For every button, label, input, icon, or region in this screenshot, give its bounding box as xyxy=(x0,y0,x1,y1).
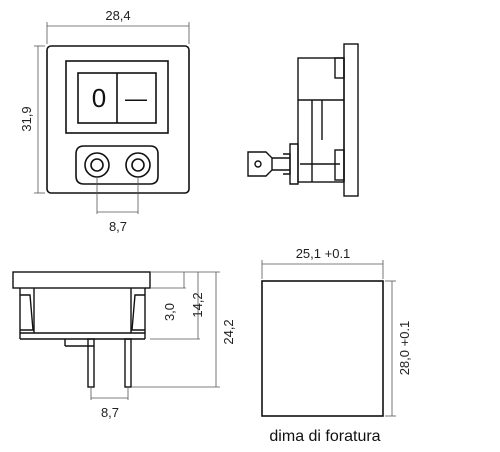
cutout-caption: dima di foratura xyxy=(269,428,380,445)
front-pin-spacing-label: 8,7 xyxy=(109,219,127,234)
bottom-pin-right xyxy=(124,338,132,388)
side-view xyxy=(247,43,359,197)
bottom-dimensions xyxy=(90,271,220,400)
bottom-total-height-label: 24,2 xyxy=(221,319,236,344)
front-view xyxy=(46,45,190,194)
cutout-width-label: 25,1 +0.1 xyxy=(296,246,351,261)
side-latch-top xyxy=(334,57,345,79)
side-terminal xyxy=(289,143,299,185)
bottom-pin-spacing-label: 8,7 xyxy=(101,405,119,420)
cutout-dimensions xyxy=(261,260,396,417)
front-dimensions xyxy=(34,22,190,214)
inlet-contact-right-inner xyxy=(131,158,145,172)
front-housing-outline xyxy=(46,45,190,194)
inlet-socket-outline xyxy=(75,145,159,185)
bottom-flange xyxy=(12,271,151,289)
bottom-latch-left xyxy=(20,294,34,331)
front-height-label: 31,9 xyxy=(19,106,34,131)
bottom-flange-height-label: 3,0 xyxy=(162,303,177,321)
side-latch-bottom xyxy=(334,149,345,181)
bottom-view xyxy=(12,271,151,388)
bottom-latch-right xyxy=(131,294,145,331)
front-width-label: 28,4 xyxy=(105,8,130,23)
switch-bezel xyxy=(65,60,169,134)
inlet-contact-left-outer xyxy=(84,152,110,178)
side-terminal-tab xyxy=(247,151,273,177)
switch-off-symbol: 0 xyxy=(92,83,106,113)
bottom-body-height-label: 14,2 xyxy=(190,292,205,317)
inlet-contact-right-outer xyxy=(125,152,151,178)
side-flange xyxy=(343,43,359,197)
cutout-outline xyxy=(261,280,384,417)
switch-on-symbol: — xyxy=(125,86,147,111)
cutout-height-label: 28,0 +0.1 xyxy=(397,321,412,376)
side-body xyxy=(297,57,345,183)
inlet-contact-left-inner xyxy=(90,158,104,172)
